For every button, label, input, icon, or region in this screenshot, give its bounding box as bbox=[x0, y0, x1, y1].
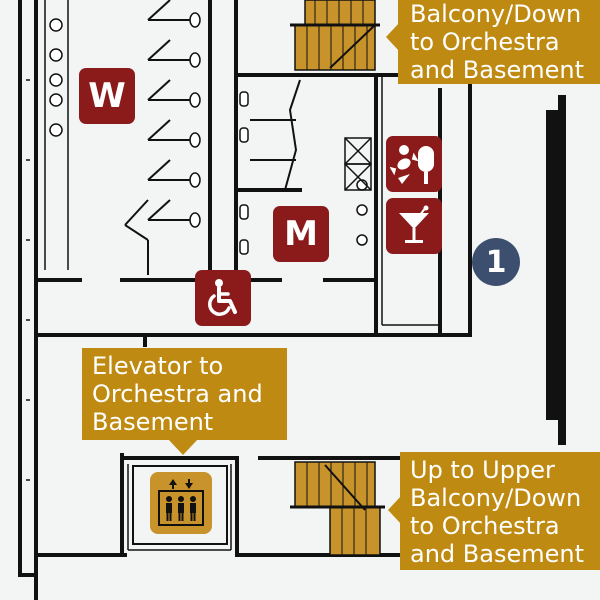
accessible-badge bbox=[195, 270, 251, 326]
floor-number-marker: 1 bbox=[472, 238, 520, 286]
concessions-badge bbox=[386, 136, 442, 192]
callout-stairs-top-pointer bbox=[386, 22, 400, 52]
men-urinals bbox=[239, 91, 368, 255]
women-toilets bbox=[189, 12, 201, 228]
men-restroom-badge: M bbox=[273, 206, 329, 262]
cocktail-icon bbox=[399, 205, 429, 243]
callout-stairs-bottom-text: Up to Upper Balcony/Down to Orchestra an… bbox=[410, 456, 584, 568]
men-stalls bbox=[250, 79, 301, 191]
elevator-badge bbox=[150, 472, 212, 534]
stage-edge bbox=[546, 95, 566, 445]
women-restroom-badge: W bbox=[79, 68, 135, 124]
women-sinks bbox=[49, 18, 63, 137]
callout-stairs-bottom-pointer bbox=[388, 495, 402, 525]
callout-elevator-pointer bbox=[168, 439, 198, 455]
elevator-icon bbox=[158, 479, 204, 526]
thin-lines bbox=[26, 0, 440, 551]
women-restroom-icon: W bbox=[88, 76, 126, 116]
callout-stairs-top: Balcony/Down to Orchestra and Basement bbox=[398, 0, 600, 84]
men-restroom-icon: M bbox=[284, 214, 318, 254]
wheelchair-icon bbox=[208, 279, 237, 316]
callout-stairs-top-text: Balcony/Down to Orchestra and Basement bbox=[410, 0, 584, 84]
callout-elevator-text: Elevator to Orchestra and Basement bbox=[92, 352, 263, 436]
callout-stairs-bottom: Up to Upper Balcony/Down to Orchestra an… bbox=[400, 452, 600, 570]
storage-boxes bbox=[344, 137, 372, 191]
women-stalls bbox=[124, 0, 200, 275]
candy-icecream-icon bbox=[390, 145, 434, 184]
callout-elevator: Elevator to Orchestra and Basement bbox=[82, 348, 287, 440]
stairs-top bbox=[290, 0, 380, 71]
floor-number-text: 1 bbox=[485, 244, 507, 280]
stairs-bottom bbox=[290, 461, 385, 556]
bar-badge bbox=[386, 198, 442, 254]
